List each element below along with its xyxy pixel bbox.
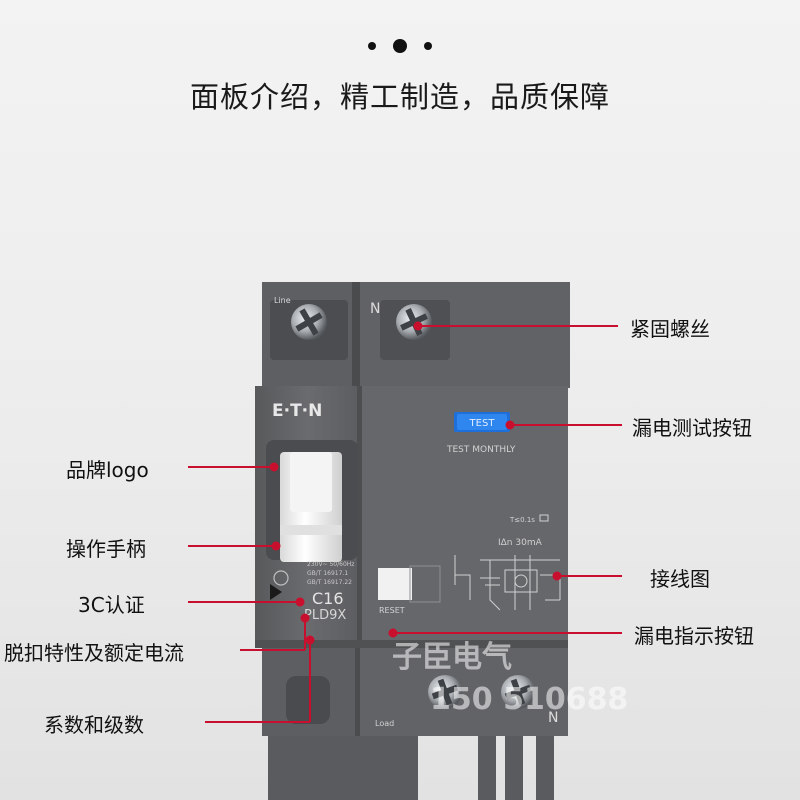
test-monthly-text: TEST MONTHLY bbox=[446, 445, 516, 455]
watermark-phone: 150 510688 bbox=[430, 682, 629, 717]
callout-wiring-diagram: 接线图 bbox=[650, 567, 710, 591]
watermark-shop: 子臣电气 bbox=[392, 640, 512, 675]
callout-class: 系数和级数 bbox=[44, 713, 144, 737]
reset-label: RESET bbox=[379, 606, 405, 615]
line-label: Line bbox=[274, 296, 291, 305]
callout-test-button: 漏电测试按钮 bbox=[632, 416, 752, 440]
screw-icon bbox=[428, 675, 462, 709]
load-label: Load bbox=[375, 719, 394, 728]
callout-trip-characteristic: 脱扣特性及额定电流 bbox=[4, 641, 184, 665]
test-button[interactable]: TEST bbox=[454, 412, 510, 432]
screw-icon bbox=[501, 675, 535, 709]
trip-time-text: T≤0.1s bbox=[509, 516, 535, 524]
model-text: PLD9X bbox=[304, 608, 346, 623]
standard-line: 230V~ 50/60Hz bbox=[307, 561, 354, 568]
3c-cert-icon bbox=[273, 570, 289, 586]
screw-icon bbox=[396, 304, 432, 340]
brand-logo: E·T·N bbox=[272, 401, 322, 421]
callout-lines bbox=[188, 321, 622, 723]
arrow-marker-icon bbox=[270, 584, 282, 600]
dot bbox=[424, 42, 432, 50]
dot-active bbox=[393, 39, 407, 53]
n-label-bottom: N bbox=[548, 710, 558, 726]
n-label-top: N bbox=[370, 301, 380, 317]
screw-icon bbox=[291, 304, 327, 340]
leak-indicator-button[interactable] bbox=[378, 565, 441, 603]
callout-3c-cert: 3C认证 bbox=[78, 593, 145, 617]
callout-handle: 操作手柄 bbox=[66, 537, 146, 561]
carousel-dots bbox=[360, 36, 440, 56]
residual-current-text: IΔn 30mA bbox=[498, 538, 543, 548]
callout-screw: 紧固螺丝 bbox=[630, 317, 710, 341]
rating-text: C16 bbox=[312, 589, 344, 608]
dot bbox=[368, 42, 376, 50]
callout-brand-logo: 品牌logo bbox=[66, 458, 149, 482]
standard-line: GB/T 16917.1 bbox=[307, 570, 348, 577]
test-button-label: TEST bbox=[469, 418, 496, 429]
operating-handle[interactable] bbox=[266, 440, 358, 562]
standard-line: GB/T 16917.22 bbox=[307, 579, 352, 586]
callout-leak-indicator: 漏电指示按钮 bbox=[634, 624, 754, 648]
page-title: 面板介绍，精工制造，品质保障 bbox=[189, 80, 610, 114]
